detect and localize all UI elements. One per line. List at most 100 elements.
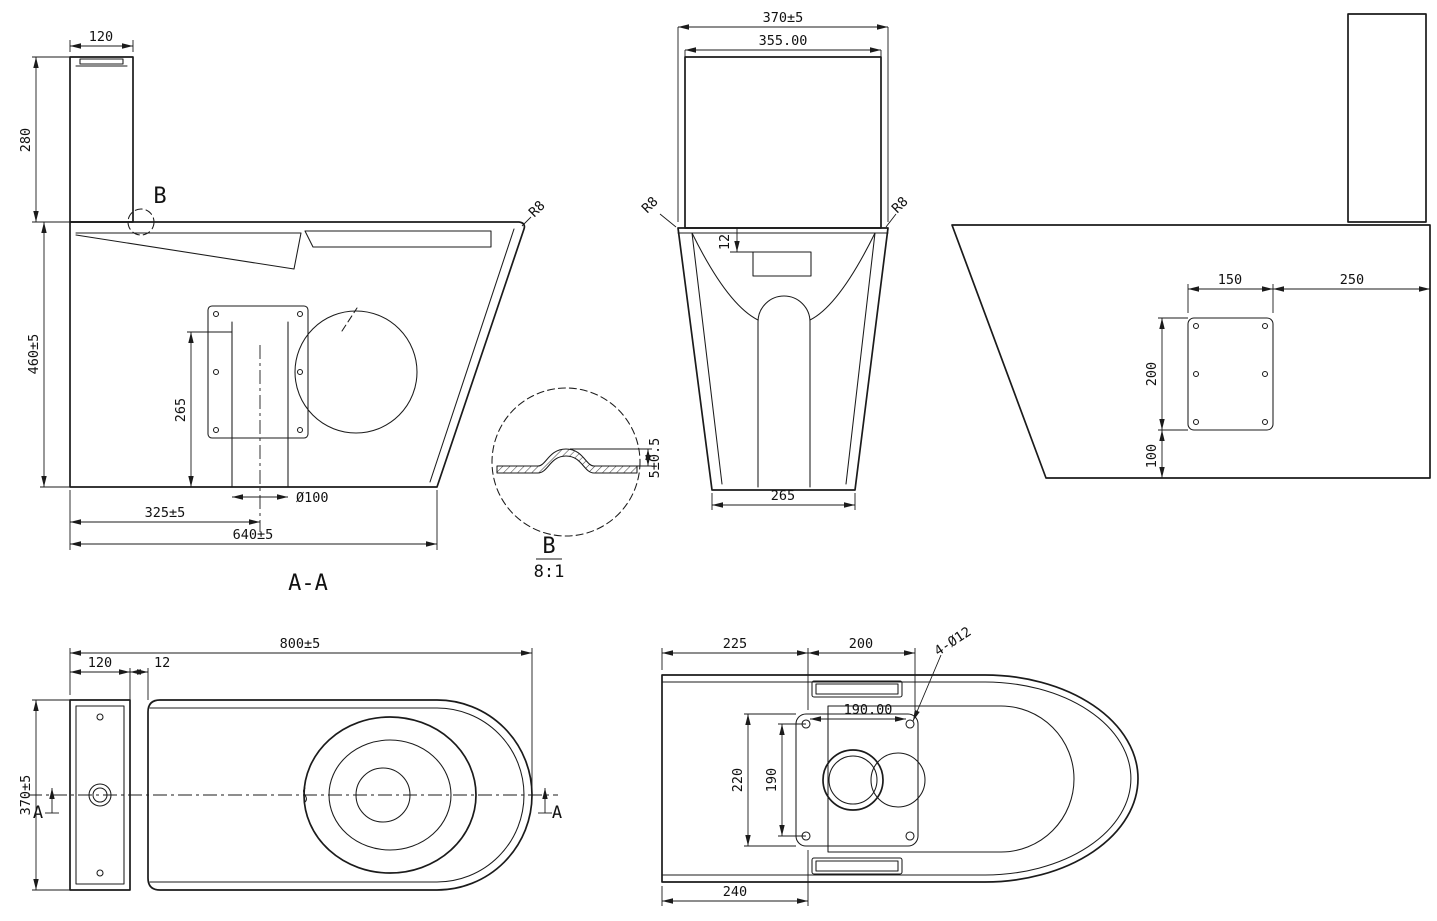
dim-trap-height: 265 (173, 398, 189, 422)
view-top: A A 800±5 120 12 370±5 (18, 636, 562, 891)
trap-hidden-line (341, 307, 358, 332)
plate-hole (1261, 370, 1269, 378)
bolt-hole (905, 719, 915, 729)
ext-lines (129, 668, 149, 700)
dim-total-depth: 640±5 (233, 527, 274, 543)
ext-lines (661, 648, 916, 710)
dim-tank-width: 120 (89, 29, 113, 45)
screw-top (96, 713, 104, 721)
dim-overall-length: 800±5 (280, 636, 321, 652)
seat-wedge (75, 232, 302, 270)
bottom-inner-shell (661, 681, 1132, 876)
section-label-right: A (552, 803, 562, 823)
dim-rim-drop: 12 (717, 234, 733, 250)
bowl-inner-slant (429, 228, 515, 483)
tank-outline (69, 56, 134, 223)
plate-hole (1192, 322, 1200, 330)
detail-callout-circle (127, 208, 155, 236)
mounting-plate-section (207, 305, 309, 439)
plate-hole (1192, 370, 1200, 378)
dim-drain-offset: 325±5 (145, 505, 186, 521)
detail-scale: 8:1 (534, 562, 565, 582)
radius-left: R8 (639, 194, 662, 217)
mounting-plate-rear (1187, 317, 1274, 431)
bowl-front-arch (757, 295, 811, 488)
ext-lines (1158, 317, 1188, 431)
dim-hole-pitch: 190.00 (844, 702, 893, 718)
dim-hole-span: 190 (764, 768, 780, 792)
ext-lines (684, 50, 882, 57)
ext-lines (1187, 284, 1274, 313)
view-detail-b: 5±0.5 B 8:1 (491, 387, 663, 582)
screw-bottom (96, 869, 104, 877)
r8-leader (521, 216, 532, 227)
slot-top-outer (811, 680, 903, 698)
plate-hole (1261, 418, 1269, 426)
plate-hole (1192, 418, 1200, 426)
dim-plate-width: 220 (730, 768, 746, 792)
view-label-aa: A-A (288, 571, 328, 596)
dim-bottom-offset: 100 (1144, 444, 1160, 468)
radius-right: R8 (889, 194, 912, 217)
plate-hole (296, 310, 304, 318)
plate-hole (296, 426, 304, 434)
dim-overall-width: 370±5 (763, 10, 804, 26)
slot-bottom-outer (811, 857, 903, 875)
slot-top-inner (815, 683, 899, 695)
detail-callout-label: B (153, 184, 166, 209)
detail-label: B (542, 534, 555, 559)
dim-drain-dia: Ø100 (296, 490, 329, 506)
bolt-hole (905, 831, 915, 841)
bowl-front-outline (677, 227, 889, 491)
plate-hole (212, 368, 220, 376)
tank-rear (1347, 13, 1427, 223)
drain-outlet-inner (828, 755, 878, 805)
sheet-section (496, 448, 638, 474)
dim-tank-height: 280 (18, 128, 34, 152)
dim-gap: 12 (154, 655, 170, 671)
bottom-outline (661, 674, 1139, 883)
dim-thickness: 5±0.5 (647, 438, 663, 479)
break-symbol (303, 787, 307, 803)
dim-base-width: 265 (771, 488, 795, 504)
detail-boundary (491, 387, 641, 537)
mounting-plate-bottom (795, 713, 919, 847)
drain-recess (870, 752, 926, 808)
dim-plate-length: 200 (849, 636, 873, 652)
view-section-aa: B R8 120 280 460±5 265 Ø100 325±5 640±5 … (18, 29, 549, 596)
dim-tank-width: 355.00 (759, 33, 808, 49)
r8-leader-left (659, 213, 677, 228)
plate-hole (1261, 322, 1269, 330)
ext-lines (744, 713, 796, 847)
plate-hole (296, 368, 304, 376)
drain-tube (231, 321, 289, 488)
ext-lines (32, 56, 70, 223)
ext-lines (40, 221, 70, 488)
dim-right-offset: 250 (1340, 272, 1364, 288)
bowl-front-curves (691, 232, 876, 321)
dim-rear-length: 240 (723, 884, 747, 900)
plate-hole (212, 310, 220, 318)
view-bottom: 225 200 4-Ø12 190.00 220 190 240 (661, 624, 1139, 906)
view-rear: 150 250 200 100 (951, 13, 1431, 479)
dim-plate-width: 150 (1218, 272, 1242, 288)
hole-note: 4-Ø12 (931, 624, 974, 660)
r8-leader-right (885, 213, 897, 228)
hole-leader (912, 654, 942, 722)
tank-front (684, 56, 882, 229)
dim-tank-depth: 120 (88, 655, 112, 671)
ext-lines (69, 490, 438, 550)
flush-opening (752, 251, 812, 277)
dim-front-offset: 225 (723, 636, 747, 652)
seat-recess (304, 230, 492, 248)
trap-bend (294, 310, 418, 434)
bowl-top-outline (147, 699, 533, 891)
drain-outlet-outer (822, 749, 884, 811)
ext-lines (570, 448, 652, 467)
pedestal-footprint (827, 705, 1075, 853)
body-rear-outline (951, 224, 1431, 479)
ext-lines (677, 27, 889, 222)
tank-lid (75, 58, 128, 67)
